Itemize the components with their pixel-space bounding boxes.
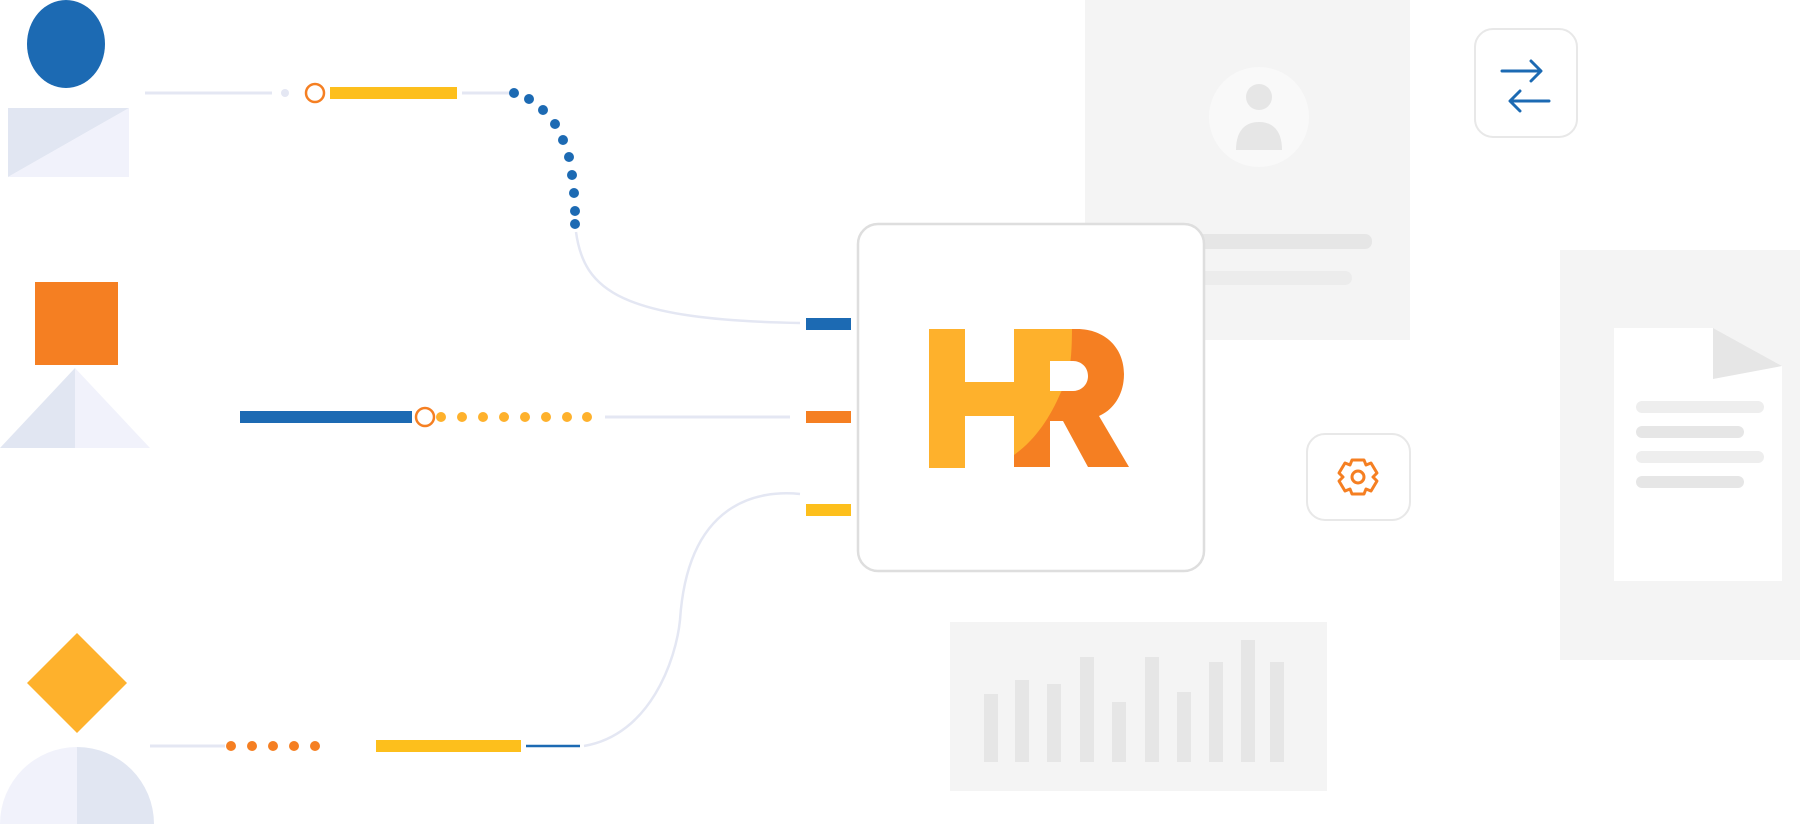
bar-chart-panel [950,622,1327,791]
skeleton-bar [1177,692,1191,762]
person-figure-blue [8,0,129,177]
person-circle-icon [1209,67,1309,167]
skeleton-bar [1145,657,1159,762]
connector-top [145,82,851,330]
swap-card[interactable] [1474,28,1578,138]
skeleton-bar [1209,662,1223,762]
skeleton-bar [984,694,998,762]
gear-card[interactable] [1306,433,1411,521]
skeleton-bar [1112,702,1126,762]
person-figure-orange [0,282,150,448]
hr-logo [929,329,1129,468]
person-figure-yellow [0,633,154,824]
skeleton-bar [1080,657,1094,762]
swap-arrows-icon [1500,59,1551,113]
hr-logo-card[interactable] [856,222,1206,573]
skeleton-bar [1047,684,1061,762]
document-panel [1560,250,1800,660]
connector-bottom [150,492,851,752]
bar-chart-icon [984,640,1284,762]
connector-middle [240,406,851,428]
skeleton-bar [1015,680,1029,762]
skeleton-bar [1241,640,1255,762]
gear-icon [1337,458,1379,496]
skeleton-bar [1270,662,1284,762]
